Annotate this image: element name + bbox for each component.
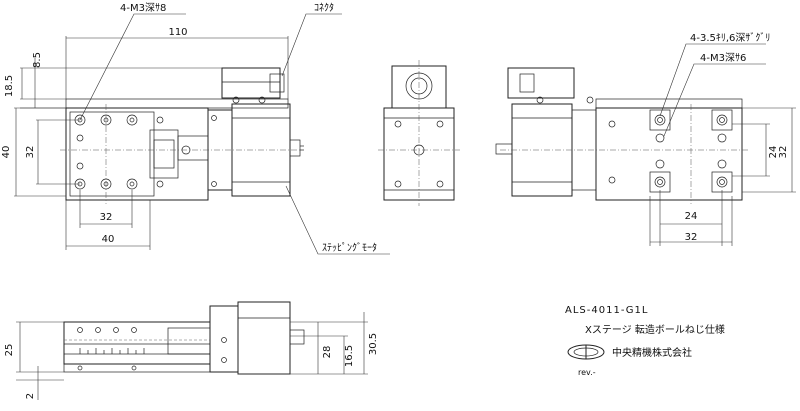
dim-40-bottom: 40 [102, 234, 115, 245]
hole [436, 180, 444, 188]
company-logo-icon [567, 344, 605, 360]
cbore-pad [711, 171, 733, 193]
hole [716, 176, 728, 188]
dim-16-5: 16.5 [344, 345, 355, 367]
product-description: Xステージ 転造ボールねじ仕様 [585, 323, 725, 336]
leader-connector [281, 13, 342, 77]
hole [586, 96, 594, 104]
cbore-pad [711, 109, 733, 131]
hole [221, 337, 227, 343]
hole [258, 96, 266, 104]
front-scale [63, 343, 211, 355]
note-connector: ｺﾈｸﾀ [314, 2, 334, 14]
hole [131, 365, 137, 371]
hole [232, 96, 240, 104]
note-stepping-motor: ｽﾃｯﾋﾟﾝｸﾞﾓｰﾀ [322, 242, 377, 254]
end-view [378, 60, 460, 206]
bottom-connector-plug [519, 73, 535, 93]
hole [654, 176, 666, 188]
front-view: 25 2 28 16.5 30.5 [4, 301, 379, 400]
hole [655, 159, 665, 169]
dim-18-5: 18.5 [4, 75, 15, 97]
dim-32-bottom: 32 [100, 212, 113, 223]
hole [76, 134, 84, 142]
hole [394, 180, 402, 188]
hole [76, 162, 84, 170]
note-m3-depth8: 4-M3深ｻ8 [120, 2, 166, 14]
hole [608, 176, 616, 184]
dim-32-right-v: 32 [778, 146, 789, 159]
top-view: 110 8.5 18.5 40 32 32 40 4-M3深ｻ8 ｺﾈｸﾀ ｽﾃ… [1, 2, 390, 255]
front-coupling [209, 305, 239, 373]
cbore-pad [649, 171, 671, 193]
hole [211, 181, 217, 187]
model-number: ALS-4011-G1L [565, 305, 648, 316]
hole [717, 159, 727, 169]
connector-body [221, 67, 281, 99]
hole [95, 327, 101, 333]
hole [131, 327, 137, 333]
hole [657, 179, 663, 185]
bottom-shaft [495, 143, 513, 155]
front-motor [237, 301, 291, 375]
bottom-connector [507, 67, 575, 99]
hole [608, 120, 616, 128]
cbore-pad [649, 109, 671, 131]
hole [156, 116, 164, 124]
hole [394, 120, 402, 128]
bottom-view: 24 32 24 32 4-3.5ｷﾘ,6深ｻﾞｸﾞﾘ 4-M3深ｻ6 [495, 32, 796, 246]
hole [719, 179, 725, 185]
hole [716, 114, 728, 126]
company-name: 中央精機株式会社 [612, 346, 692, 359]
leader-m3-depth6 [663, 63, 766, 137]
dim-30-5: 30.5 [368, 333, 379, 355]
hole [126, 178, 138, 190]
hole [536, 96, 544, 104]
dim-40-left: 40 [1, 146, 12, 159]
hole [129, 117, 135, 123]
note-m3-depth6: 4-M3深ｻ6 [700, 52, 746, 64]
hole [657, 117, 663, 123]
dim-25: 25 [4, 344, 15, 357]
dim-28: 28 [322, 346, 333, 359]
dim-110: 110 [168, 27, 187, 38]
hole [113, 327, 119, 333]
motor-shaft [289, 139, 301, 157]
front-nut [167, 327, 211, 355]
leader-m3-depth8 [79, 13, 186, 121]
front-shaft [289, 329, 305, 345]
hole [129, 181, 135, 187]
connector-plug [269, 73, 285, 93]
hole [654, 114, 666, 126]
dim-24-right-h: 24 [685, 211, 698, 222]
hole [156, 180, 164, 188]
hole [77, 327, 83, 333]
hole [436, 120, 444, 128]
hole [655, 133, 665, 143]
dim-32-right-h: 32 [685, 232, 698, 243]
dim-8-5: 8.5 [32, 52, 43, 68]
hole [719, 117, 725, 123]
hole [717, 133, 727, 143]
screw-housing [177, 135, 209, 161]
bottom-strip [595, 98, 743, 109]
hole [413, 144, 425, 156]
note-counterbore: 4-3.5ｷﾘ,6深ｻﾞｸﾞﾘ [690, 32, 770, 44]
front-base [63, 363, 211, 373]
dim-2: 2 [25, 393, 36, 399]
hole [221, 357, 227, 363]
hole [211, 115, 217, 121]
mounting-holes [74, 96, 266, 190]
dim-32-left: 32 [25, 146, 36, 159]
title-block: ALS-4011-G1L Xステージ 転造ボールねじ仕様 中央精機株式会社 re… [565, 305, 725, 377]
leader-counterbore [659, 43, 766, 117]
hole [126, 114, 138, 126]
dim-24-right-v: 24 [768, 146, 779, 159]
slot-inner [153, 139, 175, 169]
leader-stepping-motor [285, 185, 390, 255]
scale-ticks [79, 348, 145, 354]
revision: rev.- [578, 368, 596, 377]
hole [77, 365, 83, 371]
